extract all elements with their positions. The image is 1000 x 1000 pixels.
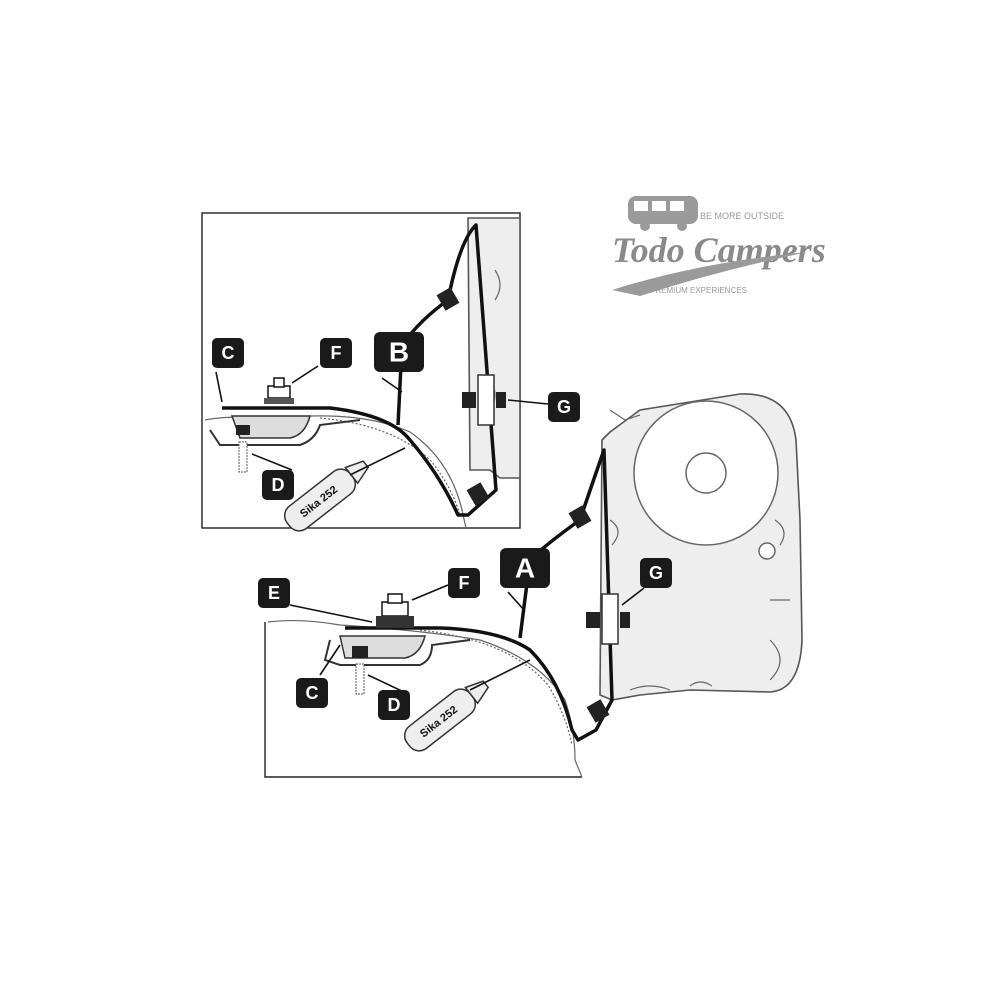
- label-c-upper: C: [212, 338, 244, 368]
- bracket-a: [345, 448, 614, 742]
- svg-text:A: A: [515, 553, 535, 584]
- screw-d-a: [352, 646, 368, 695]
- bracket-b: [222, 223, 498, 517]
- arrow-c-b: [215, 371, 223, 403]
- detail-a-panel: Sika 252 E F A G C: [258, 393, 803, 778]
- logo-swoosh: [612, 252, 808, 296]
- bolt-f-b: [264, 377, 294, 404]
- label-d-upper: D: [262, 470, 294, 500]
- arrow-g-a: [621, 587, 645, 606]
- arrow-c-a: [319, 644, 341, 676]
- label-b: B: [374, 332, 424, 372]
- bolt-f-a: [376, 593, 414, 628]
- svg-text:C: C: [306, 683, 319, 703]
- svg-text:C: C: [222, 343, 235, 363]
- awning-profile-b: [467, 217, 521, 479]
- arrow-e: [289, 604, 373, 623]
- svg-text:B: B: [389, 337, 409, 368]
- bolt-g-a: [586, 593, 630, 645]
- label-g-lower: G: [640, 558, 672, 588]
- label-d-lower: D: [378, 690, 410, 720]
- svg-text:F: F: [331, 343, 342, 363]
- logo-tagline-top: BE MORE OUTSIDE: [700, 211, 784, 221]
- screw-d-b: [236, 425, 250, 473]
- logo-brand: Todo Campers: [612, 230, 826, 270]
- detail-b-panel: Sika 252 C F B D G: [201, 212, 580, 532]
- label-a: A: [500, 548, 550, 588]
- label-e: E: [258, 578, 290, 608]
- svg-text:E: E: [268, 583, 280, 603]
- arrow-b: [381, 377, 403, 393]
- bolt-g-b: [462, 374, 506, 426]
- sika-tube-b: Sika 252: [283, 460, 370, 532]
- svg-text:D: D: [388, 695, 401, 715]
- awning-cassette: [599, 393, 803, 701]
- label-g-upper: G: [548, 392, 580, 422]
- arrow-f-b: [291, 365, 319, 384]
- label-f-lower: F: [448, 568, 480, 598]
- svg-text:G: G: [649, 563, 663, 583]
- arrow-a: [507, 591, 525, 611]
- roof-rail-b: [209, 419, 361, 446]
- svg-text:D: D: [272, 475, 285, 495]
- roof-rail-a: [323, 639, 471, 666]
- detail-a-frame: [264, 622, 582, 778]
- arrow-g-b: [507, 399, 549, 405]
- svg-text:F: F: [459, 573, 470, 593]
- arrow-f-a: [411, 584, 449, 601]
- svg-text:G: G: [557, 397, 571, 417]
- logo-tagline-bottom: PREMIUM EXPERIENCES: [650, 286, 747, 295]
- label-f-upper: F: [320, 338, 352, 368]
- van-icon: [628, 196, 698, 231]
- arrow-d-b: [251, 453, 293, 471]
- label-c-lower: C: [296, 678, 328, 708]
- todo-campers-logo: BE MORE OUTSIDE Todo Campers PREMIUM EXP…: [612, 196, 826, 296]
